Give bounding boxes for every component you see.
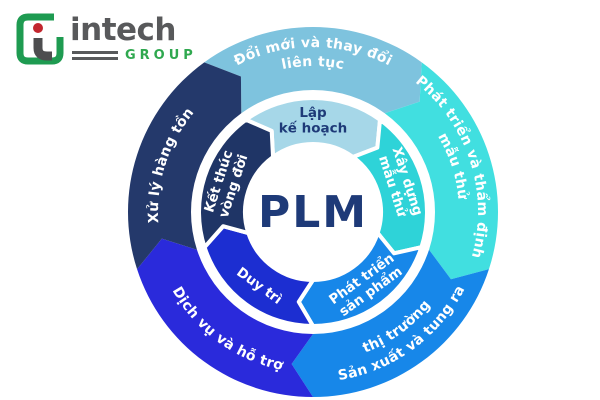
logo-text: intech GROUP: [70, 10, 197, 62]
logo: intech GROUP: [14, 10, 197, 68]
outer-segment-inventory-endoflife: [127, 62, 242, 270]
logo-underline: [72, 51, 118, 61]
logo-subrow: GROUP: [72, 49, 197, 62]
outer-segment-innovation-planning: [204, 26, 422, 114]
brand-text: intech: [70, 12, 176, 48]
inner-segment-inventory-endoflife: [197, 117, 276, 250]
outer-segment-prototype-validation: [384, 62, 499, 280]
outer-segment-production-launch: [291, 249, 489, 397]
intech-logo-icon: [16, 13, 64, 65]
group-text: GROUP: [125, 48, 197, 64]
plm-center-label: PLM: [258, 187, 368, 238]
outer-segment-service-support: [137, 238, 313, 397]
